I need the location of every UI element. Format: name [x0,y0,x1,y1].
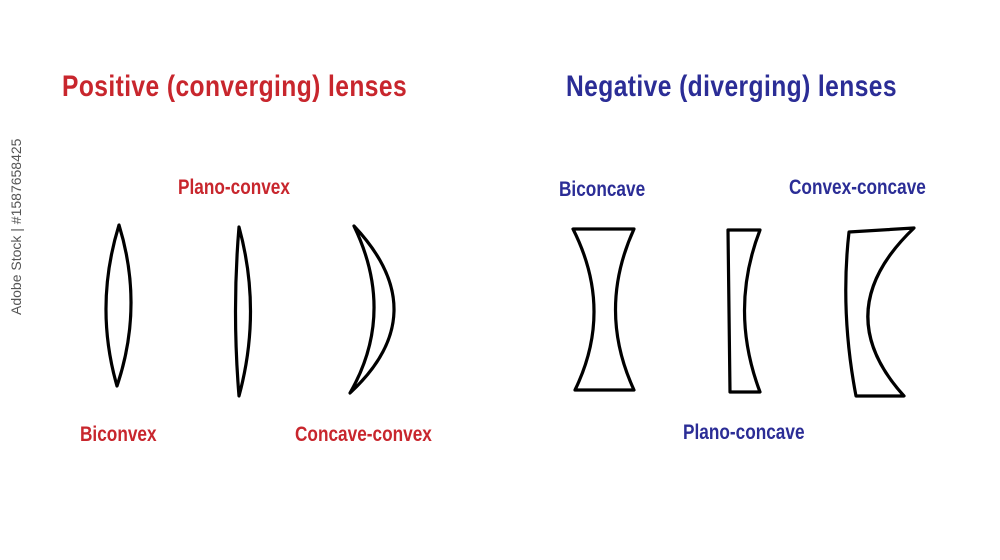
biconvex-label: Biconvex [80,423,157,446]
biconvex-lens [104,223,133,388]
plano-convex-lens [233,225,253,398]
biconcave-lens [571,227,636,392]
plano-concave-label: Plano-concave [683,421,805,444]
plano-concave-lens [726,228,762,394]
convex-concave-lens [844,226,916,398]
concave-convex-lens [348,224,396,395]
biconcave-label: Biconcave [559,178,646,201]
concave-convex-label: Concave-convex [295,423,432,446]
stock-id-watermark: Adobe Stock | #1587658425 [8,138,24,315]
plano-convex-label: Plano-convex [178,176,290,199]
convex-concave-label: Convex-concave [789,176,926,199]
negative-lenses-title: Negative (diverging) lenses [566,70,897,103]
positive-lenses-title: Positive (converging) lenses [62,70,408,103]
